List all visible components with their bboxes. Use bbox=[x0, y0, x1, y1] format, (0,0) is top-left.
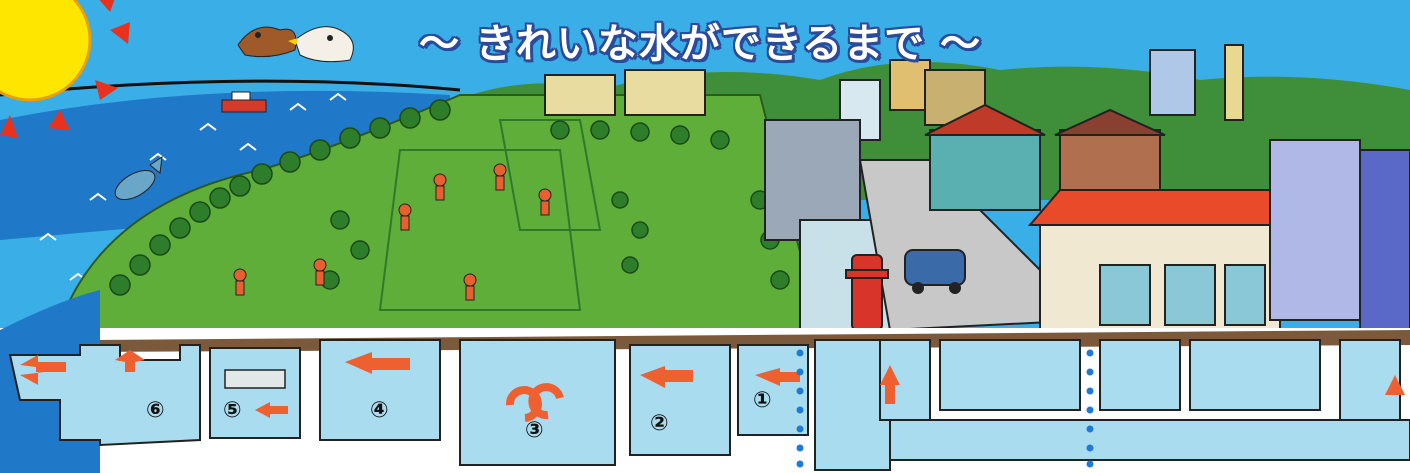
flow-arrows bbox=[20, 350, 1405, 418]
stage-5-label: ⑤ bbox=[223, 398, 242, 423]
car-icon bbox=[904, 249, 966, 294]
waves bbox=[39, 92, 347, 281]
sun-icon bbox=[0, 0, 130, 138]
horizon-line bbox=[0, 79, 461, 97]
distant-buildings bbox=[544, 44, 1244, 141]
stage-3-label: ③ bbox=[525, 418, 544, 443]
page-title: ～ きれいな水ができるまで ～ bbox=[418, 21, 982, 67]
park-fields bbox=[378, 119, 602, 311]
stage-1-label: ① bbox=[753, 388, 772, 413]
stage-6-label: ⑥ bbox=[146, 398, 165, 423]
hydrant-icon bbox=[845, 254, 889, 331]
boat-icon bbox=[221, 91, 267, 113]
stage-2-label: ② bbox=[650, 411, 669, 436]
filter-media bbox=[224, 369, 286, 389]
fish-icon bbox=[114, 155, 163, 201]
birds-icon bbox=[237, 26, 354, 63]
people bbox=[233, 163, 552, 301]
swirl-arrows bbox=[505, 383, 564, 422]
divider-dots bbox=[796, 349, 1094, 468]
houses bbox=[924, 103, 1410, 331]
stage-4-label: ④ bbox=[370, 398, 389, 423]
